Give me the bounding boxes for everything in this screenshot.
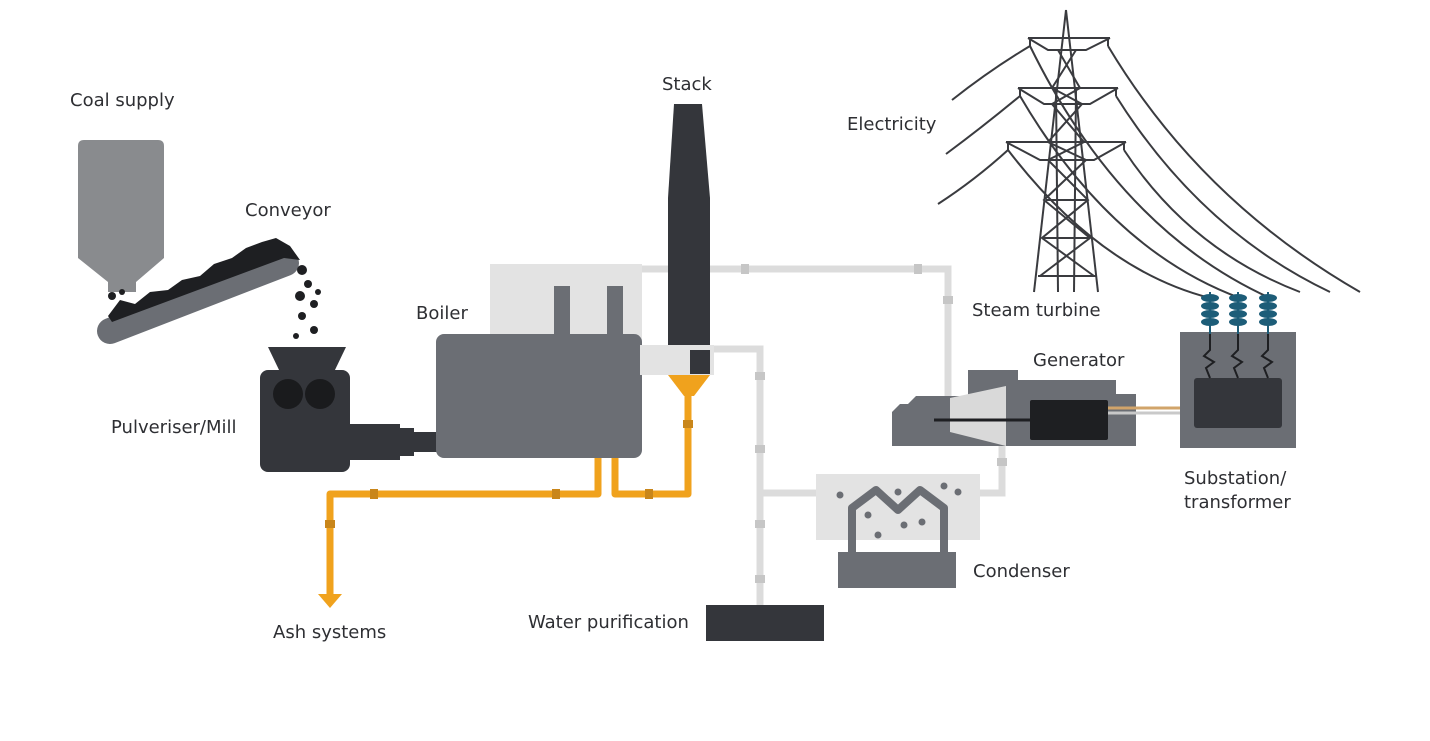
condenser-label: Condenser (973, 561, 1070, 582)
water-purification-label: Water purification (528, 612, 689, 633)
coal-hopper-icon (78, 140, 164, 292)
stack-label: Stack (662, 74, 712, 95)
coal-supply-label: Coal supply (70, 90, 175, 111)
transmission-tower-icon (937, 9, 1361, 299)
boiler-label: Boiler (416, 303, 468, 324)
condenser-icon (816, 474, 980, 588)
conveyor-belt-icon (97, 238, 321, 344)
ash-pipe-joints (325, 420, 693, 528)
substation-transformer-icon (1180, 292, 1296, 448)
ash-hopper-funnel (668, 375, 710, 396)
conveyor-label: Conveyor (245, 200, 331, 221)
pulveriser-mill-icon (260, 347, 438, 472)
substation-label-line2: transformer (1184, 492, 1291, 513)
generator-icon (934, 380, 1196, 446)
generator-label: Generator (1033, 350, 1125, 371)
electricity-label: Electricity (847, 114, 937, 135)
boiler-icon (436, 264, 642, 458)
steam-turbine-icon (892, 370, 1018, 446)
steam-turbine-label: Steam turbine (972, 300, 1101, 321)
ash-systems-label: Ash systems (273, 622, 386, 643)
pulveriser-label: Pulveriser/Mill (111, 417, 237, 438)
stack-icon (640, 104, 714, 375)
water-purification-tank-icon (706, 605, 824, 641)
ash-arrow-icon (318, 594, 342, 608)
pipe-joints (741, 264, 1007, 583)
substation-label-line1: Substation/ (1184, 468, 1287, 489)
